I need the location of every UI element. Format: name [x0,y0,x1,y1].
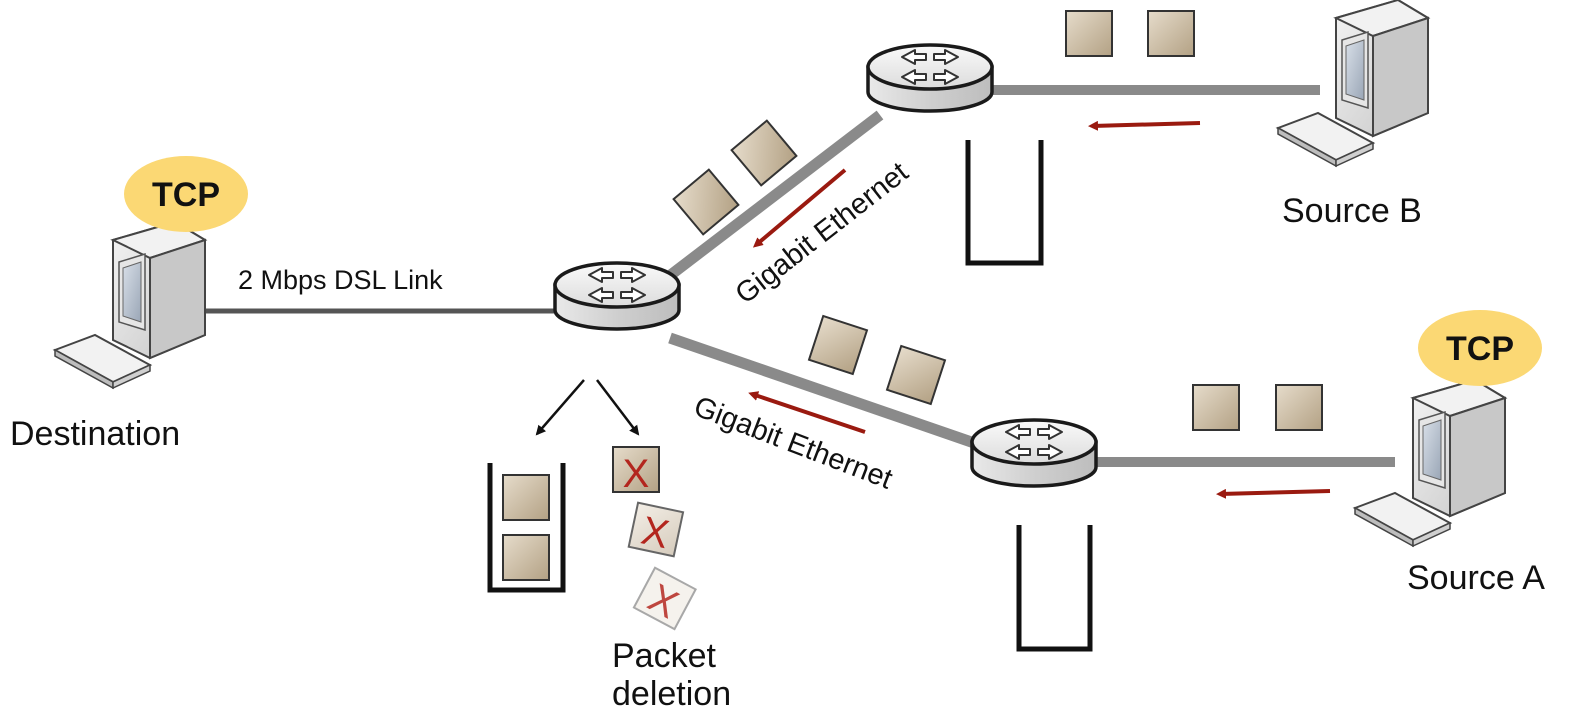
dropped-packet-icon: X [612,446,660,496]
packet-icon [1192,384,1240,431]
packet-icon [672,168,740,236]
packet-icon [730,119,798,187]
router-icon [866,43,994,113]
drop-mark: X [623,452,650,496]
flow-arrow-icon [748,391,866,434]
tcp-label: TCP [1446,330,1514,368]
packet-icon [502,474,550,521]
source-b-label: Source B [1282,192,1422,230]
queue-buffer-icon [965,140,1044,266]
source-a-label: Source A [1407,559,1545,597]
tcp-label: TCP [152,176,220,214]
flow-arrow-icon [1216,488,1331,499]
flow-arrow-icon [1088,120,1201,131]
router-icon [553,261,681,331]
tcp-badge-destination: TCP [124,156,248,232]
router-icon [970,418,1098,488]
tcp-badge-source-a: TCP [1418,310,1542,386]
packet-icon [502,534,550,581]
packet-icon [807,314,869,376]
packet-icon [885,344,947,406]
lower-gigabit-link [668,332,982,451]
upper-gigabit-link [664,110,884,282]
split-arrow-to-queue [535,379,585,436]
computer-icon [1277,0,1429,167]
destination-label: Destination [10,415,180,453]
packet-deletion-label-line2: deletion [612,675,731,713]
dropped-packet-icon: X [627,501,685,558]
queue-buffer-icon [1016,525,1093,652]
packet-deletion-label-line1: Packet [612,637,716,675]
packet-icon [1275,384,1323,431]
computer-icon [54,221,206,389]
dsl-link-label: 2 Mbps DSL Link [238,265,443,295]
packet-icon [1147,10,1195,57]
queue-buffer-icon [487,463,566,593]
dropped-packet-icon: X [632,566,697,631]
packet-icon [1065,10,1113,57]
flow-arrow-icon [752,168,847,248]
split-arrow-to-drop [596,379,640,436]
